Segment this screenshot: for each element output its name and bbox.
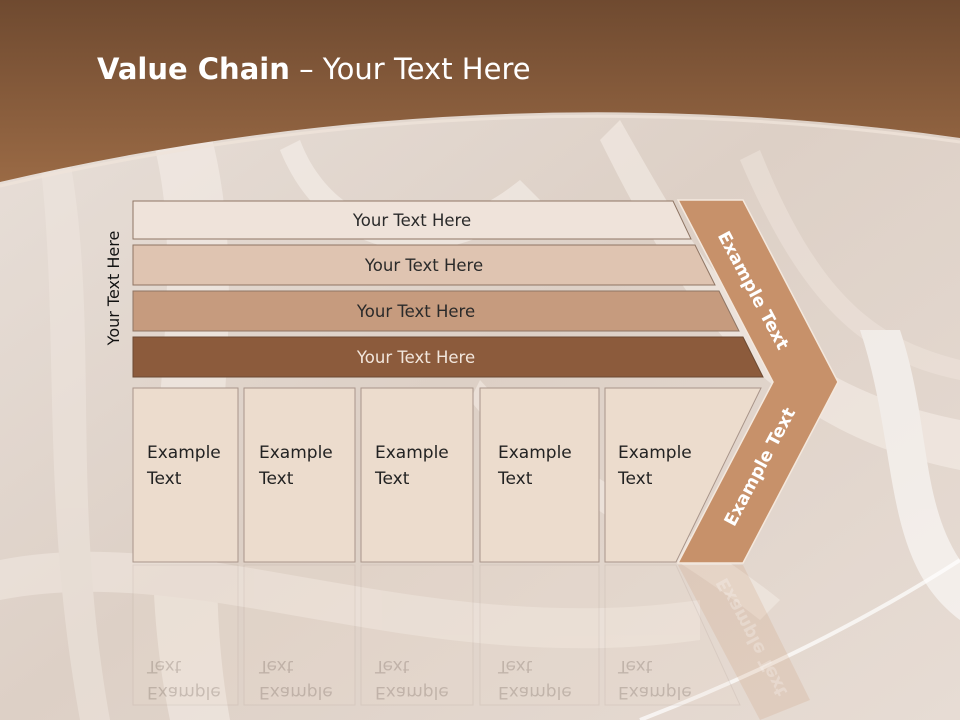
box-5-reflection-line2: Text — [618, 656, 653, 676]
row-2: Your Text Here — [133, 246, 715, 284]
chevron-reflection — [678, 565, 810, 720]
box-1-reflection-line2: Text — [147, 656, 182, 676]
box-4-shape — [479, 387, 600, 563]
box-4-reflection-line1: Example — [498, 682, 572, 702]
box-3-reflection: Example Text — [361, 585, 473, 705]
box-5-reflection-line1: Example — [618, 682, 692, 702]
title-rest: – Your Text Here — [289, 52, 531, 86]
box-1-reflection: Example Text — [133, 585, 238, 705]
box-2: Example Text — [245, 388, 355, 562]
box-4-line2: Text — [498, 469, 533, 489]
row-3-shape — [132, 290, 740, 332]
box-2-reflection-line1: Example — [259, 682, 333, 702]
header-arc-line — [0, 114, 960, 188]
box-3: Example Text — [361, 388, 473, 562]
box-5-reflection: Example Text — [604, 585, 714, 705]
box-5-line2: Text — [618, 469, 653, 489]
row-1-label: Your Text Here — [352, 210, 472, 230]
box-3-line2: Text — [375, 469, 410, 489]
box-reflections — [132, 564, 741, 706]
box-4-reflection-line2: Text — [498, 656, 533, 676]
box-2-line1: Example — [259, 443, 333, 463]
box-1-reflection-line1: Example — [147, 682, 221, 702]
slide-title: Value Chain – Your Text Here — [97, 52, 531, 86]
row-4-label: Your Text Here — [356, 347, 476, 367]
row-2-shape — [132, 244, 716, 286]
row-3: Your Text Here — [133, 292, 699, 330]
side-label: Your Text Here — [104, 230, 123, 346]
box-5: Example Text — [604, 388, 714, 562]
box-4-line1: Example — [498, 443, 572, 463]
box-3-shape — [360, 387, 474, 563]
header-band — [0, 0, 960, 182]
box-2-shape — [243, 387, 356, 563]
bottom-arc-line — [639, 558, 960, 720]
box-1-shape — [132, 387, 239, 563]
box-3-reflection-line2: Text — [375, 656, 410, 676]
box-1-line1: Example — [147, 443, 221, 463]
row-1-shape — [132, 200, 692, 240]
title-bold: Value Chain — [97, 52, 290, 86]
row-1: Your Text Here — [133, 201, 691, 239]
row-3-label: Your Text Here — [356, 301, 476, 321]
row-2-label: Your Text Here — [364, 255, 484, 275]
box-2-reflection: Example Text — [245, 585, 355, 705]
box-4: Example Text — [484, 388, 599, 562]
box-2-line2: Text — [259, 469, 294, 489]
box-2-reflection-line2: Text — [259, 656, 294, 676]
chevron-shape — [676, 199, 839, 564]
box-1-line2: Text — [147, 469, 182, 489]
box-1: Example Text — [133, 388, 238, 562]
box-3-line1: Example — [375, 443, 449, 463]
box-3-reflection-line1: Example — [375, 682, 449, 702]
box-5-shape — [604, 387, 762, 563]
row-4: Your Text Here — [133, 338, 699, 376]
box-5-line1: Example — [618, 443, 692, 463]
row-4-shape — [132, 336, 764, 378]
box-4-reflection: Example Text — [484, 585, 599, 705]
